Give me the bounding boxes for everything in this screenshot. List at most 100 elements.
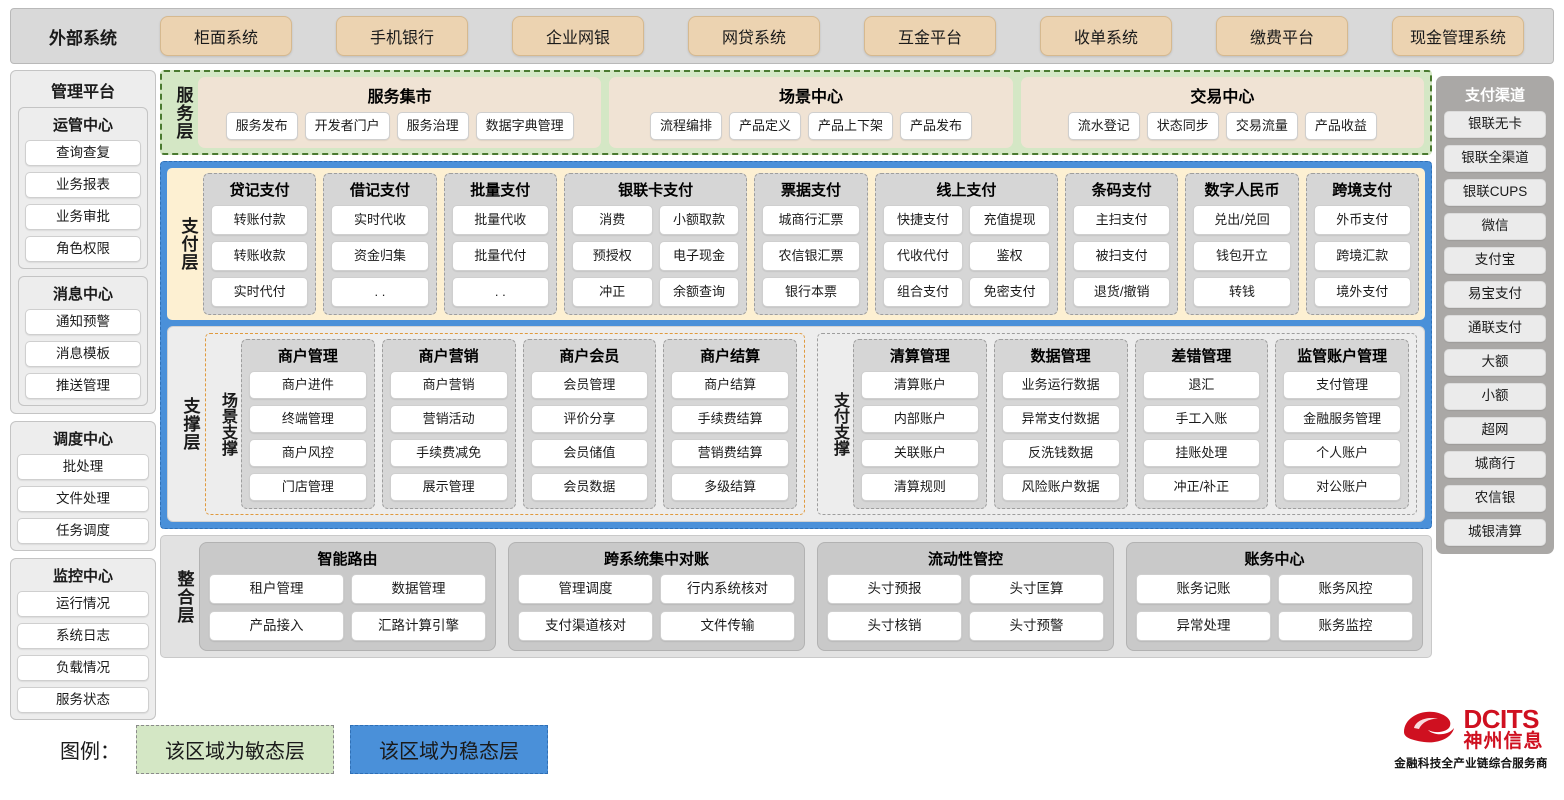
service-item-流水登记[interactable]: 流水登记 [1067, 112, 1140, 140]
sidebar-item-运行情况[interactable]: 运行情况 [17, 591, 149, 617]
sidebar-item-任务调度[interactable]: 任务调度 [17, 518, 149, 544]
pay-item-资金归集[interactable]: 资金归集 [331, 241, 429, 271]
support-item-商户进件[interactable]: 商户进件 [249, 371, 367, 399]
support-item-冲正/补正[interactable]: 冲正/补正 [1142, 473, 1261, 501]
pay-item-转账收款[interactable]: 转账收款 [211, 241, 309, 271]
payment-channel-银联全渠道[interactable]: 银联全渠道 [1444, 145, 1546, 172]
pay-item-转钱[interactable]: 转钱 [1193, 277, 1291, 307]
support-item-会员管理[interactable]: 会员管理 [530, 371, 649, 399]
integration-item-产品接入[interactable]: 产品接入 [209, 611, 344, 641]
service-item-状态同步[interactable]: 状态同步 [1146, 112, 1219, 140]
payment-channel-超网[interactable]: 超网 [1444, 417, 1546, 444]
payment-channel-银联CUPS[interactable]: 银联CUPS [1444, 179, 1546, 206]
pay-item-免密支付[interactable]: 免密支付 [969, 277, 1051, 307]
integration-item-租户管理[interactable]: 租户管理 [209, 574, 344, 604]
pay-item-余额查询[interactable]: 余额查询 [658, 277, 740, 307]
payment-channel-城银清算[interactable]: 城银清算 [1444, 519, 1546, 546]
support-item-异常支付数据[interactable]: 异常支付数据 [1001, 405, 1120, 433]
sidebar-item-通知预警[interactable]: 通知预警 [25, 309, 141, 335]
integration-item-头寸预警[interactable]: 头寸预警 [969, 611, 1104, 641]
support-item-挂账处理[interactable]: 挂账处理 [1142, 439, 1261, 467]
support-item-评价分享[interactable]: 评价分享 [530, 405, 649, 433]
pay-item-快捷支付[interactable]: 快捷支付 [882, 205, 964, 235]
integration-item-数据管理[interactable]: 数据管理 [351, 574, 486, 604]
external-system-chip[interactable]: 互金平台 [864, 16, 996, 56]
integration-item-汇路计算引擎[interactable]: 汇路计算引擎 [351, 611, 486, 641]
pay-item-境外支付[interactable]: 境外支付 [1313, 277, 1411, 307]
payment-channel-城商行[interactable]: 城商行 [1444, 451, 1546, 478]
pay-item-. .[interactable]: . . [331, 277, 429, 307]
external-system-chip[interactable]: 收单系统 [1040, 16, 1172, 56]
external-system-chip[interactable]: 现金管理系统 [1392, 16, 1524, 56]
integration-item-文件传输[interactable]: 文件传输 [660, 611, 795, 641]
integration-item-头寸预报[interactable]: 头寸预报 [827, 574, 962, 604]
external-system-chip[interactable]: 网贷系统 [688, 16, 820, 56]
support-item-展示管理[interactable]: 展示管理 [389, 473, 508, 501]
integration-item-支付渠道核对[interactable]: 支付渠道核对 [518, 611, 653, 641]
pay-item-外币支付[interactable]: 外币支付 [1313, 205, 1411, 235]
pay-item-被扫支付[interactable]: 被扫支付 [1073, 241, 1171, 271]
support-item-手续费结算[interactable]: 手续费结算 [671, 405, 789, 433]
sidebar-item-负载情况[interactable]: 负载情况 [17, 655, 149, 681]
pay-item-农信银汇票[interactable]: 农信银汇票 [762, 241, 860, 271]
support-item-反洗钱数据[interactable]: 反洗钱数据 [1001, 439, 1120, 467]
payment-channel-农信银[interactable]: 农信银 [1444, 485, 1546, 512]
service-item-服务发布[interactable]: 服务发布 [225, 112, 298, 140]
support-item-关联账户[interactable]: 关联账户 [861, 439, 979, 467]
support-item-营销费结算[interactable]: 营销费结算 [671, 439, 789, 467]
support-item-门店管理[interactable]: 门店管理 [249, 473, 367, 501]
pay-item-兑出/兑回[interactable]: 兑出/兑回 [1193, 205, 1291, 235]
payment-channel-通联支付[interactable]: 通联支付 [1444, 315, 1546, 342]
sidebar-item-消息模板[interactable]: 消息模板 [25, 341, 141, 367]
support-item-商户风控[interactable]: 商户风控 [249, 439, 367, 467]
support-item-多级结算[interactable]: 多级结算 [671, 473, 789, 501]
pay-item-主扫支付[interactable]: 主扫支付 [1073, 205, 1171, 235]
service-item-数据字典管理[interactable]: 数据字典管理 [475, 112, 574, 140]
support-item-商户营销[interactable]: 商户营销 [389, 371, 508, 399]
sidebar-item-服务状态[interactable]: 服务状态 [17, 687, 149, 713]
support-item-清算规则[interactable]: 清算规则 [861, 473, 979, 501]
external-system-chip[interactable]: 企业网银 [512, 16, 644, 56]
support-item-金融服务管理[interactable]: 金融服务管理 [1283, 405, 1401, 433]
support-item-退汇[interactable]: 退汇 [1142, 371, 1261, 399]
sidebar-item-批处理[interactable]: 批处理 [17, 454, 149, 480]
support-item-营销活动[interactable]: 营销活动 [389, 405, 508, 433]
payment-channel-大额[interactable]: 大额 [1444, 349, 1546, 376]
external-system-chip[interactable]: 柜面系统 [160, 16, 292, 56]
pay-item-实时代收[interactable]: 实时代收 [331, 205, 429, 235]
pay-item-城商行汇票[interactable]: 城商行汇票 [762, 205, 860, 235]
pay-item-充值提现[interactable]: 充值提现 [969, 205, 1051, 235]
support-item-业务运行数据[interactable]: 业务运行数据 [1001, 371, 1120, 399]
sidebar-item-推送管理[interactable]: 推送管理 [25, 373, 141, 399]
pay-item-银行本票[interactable]: 银行本票 [762, 277, 860, 307]
integration-item-账务监控[interactable]: 账务监控 [1278, 611, 1413, 641]
support-item-内部账户[interactable]: 内部账户 [861, 405, 979, 433]
pay-item-代收代付[interactable]: 代收代付 [882, 241, 964, 271]
pay-item-转账付款[interactable]: 转账付款 [211, 205, 309, 235]
integration-item-账务风控[interactable]: 账务风控 [1278, 574, 1413, 604]
pay-item-批量代付[interactable]: 批量代付 [451, 241, 549, 271]
pay-item-小额取款[interactable]: 小额取款 [658, 205, 740, 235]
integration-item-管理调度[interactable]: 管理调度 [518, 574, 653, 604]
support-item-支付管理[interactable]: 支付管理 [1283, 371, 1401, 399]
integration-item-异常处理[interactable]: 异常处理 [1136, 611, 1271, 641]
support-item-个人账户[interactable]: 个人账户 [1283, 439, 1401, 467]
pay-item-批量代收[interactable]: 批量代收 [451, 205, 549, 235]
pay-item-. .[interactable]: . . [451, 277, 549, 307]
payment-channel-支付宝[interactable]: 支付宝 [1444, 247, 1546, 274]
integration-item-行内系统核对[interactable]: 行内系统核对 [660, 574, 795, 604]
integration-item-账务记账[interactable]: 账务记账 [1136, 574, 1271, 604]
support-item-会员数据[interactable]: 会员数据 [530, 473, 649, 501]
service-item-产品发布[interactable]: 产品发布 [900, 112, 973, 140]
sidebar-item-角色权限[interactable]: 角色权限 [25, 236, 141, 262]
service-item-流程编排[interactable]: 流程编排 [649, 112, 722, 140]
support-item-对公账户[interactable]: 对公账户 [1283, 473, 1401, 501]
sidebar-item-业务报表[interactable]: 业务报表 [25, 172, 141, 198]
support-item-手工入账[interactable]: 手工入账 [1142, 405, 1261, 433]
support-item-清算账户[interactable]: 清算账户 [861, 371, 979, 399]
service-item-产品上下架[interactable]: 产品上下架 [807, 112, 893, 140]
sidebar-item-文件处理[interactable]: 文件处理 [17, 486, 149, 512]
support-item-风险账户数据[interactable]: 风险账户数据 [1001, 473, 1120, 501]
service-item-交易流量[interactable]: 交易流量 [1225, 112, 1298, 140]
pay-item-鉴权[interactable]: 鉴权 [969, 241, 1051, 271]
